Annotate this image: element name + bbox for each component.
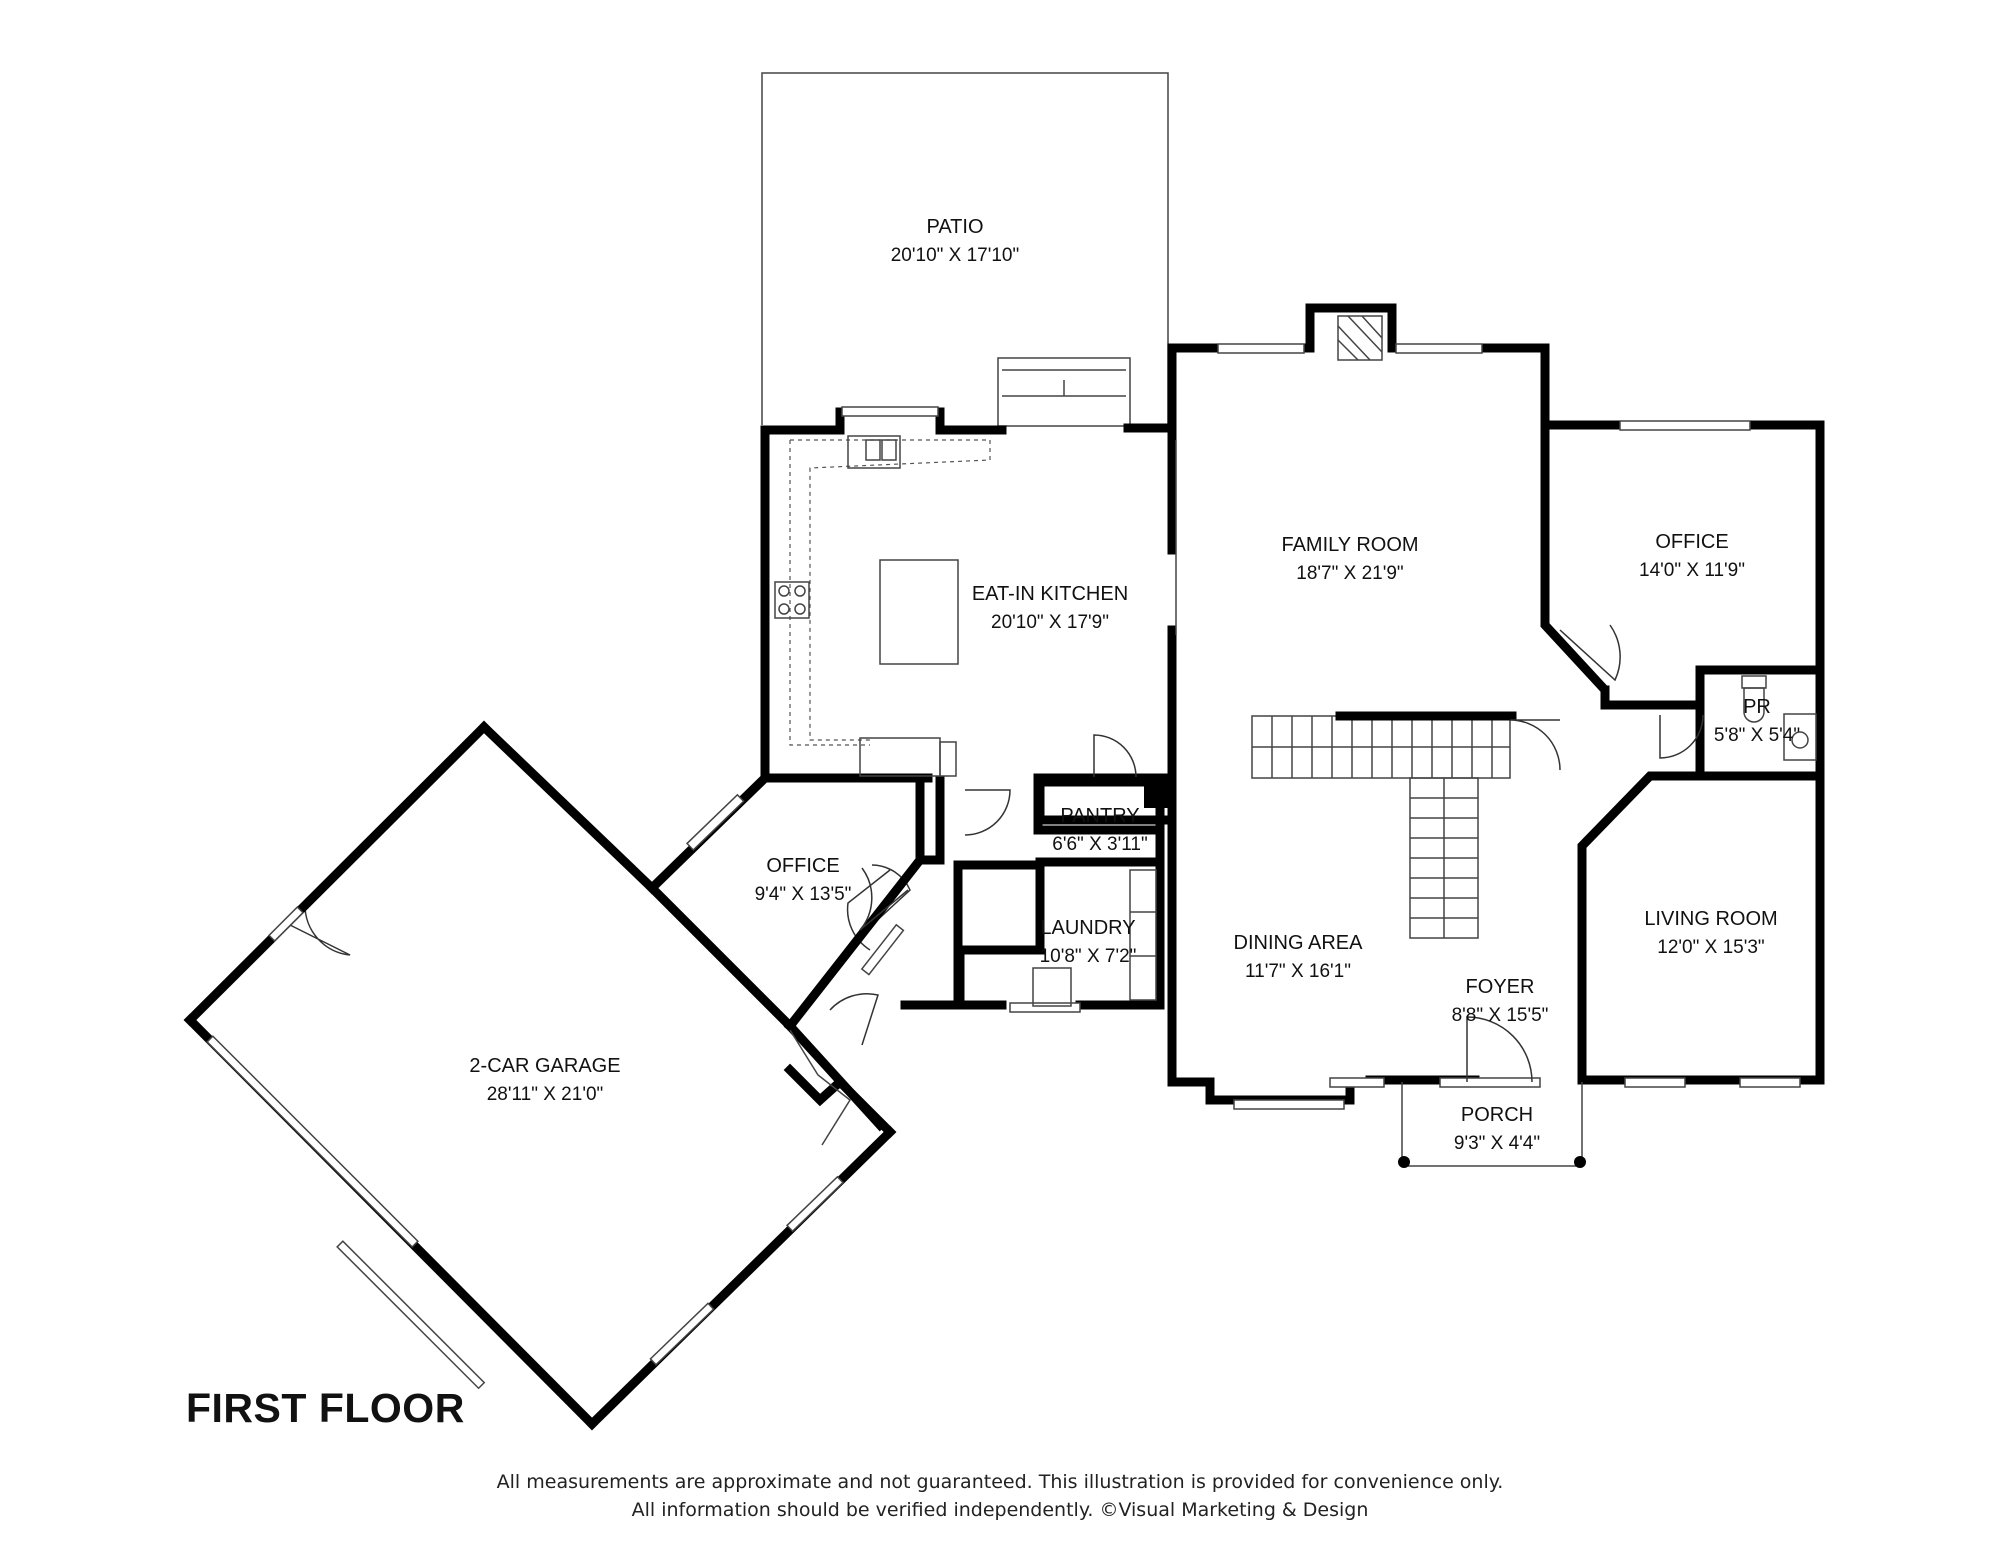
room-labels: PATIO 20'10" X 17'10" EAT-IN KITCHEN 20'… — [469, 216, 1800, 1154]
room-name-porch: PORCH — [1461, 1104, 1533, 1126]
room-dims-family: 18'7" X 21'9" — [1296, 563, 1403, 584]
windows — [841, 343, 1801, 1110]
stairs — [1251, 711, 1517, 939]
patio-steps — [997, 357, 1131, 427]
room-dims-dining: 11'7" X 16'1" — [1245, 961, 1351, 982]
room-dims-office-left: 9'4" X 13'5" — [755, 884, 852, 905]
porch — [1398, 1082, 1586, 1168]
room-dims-patio: 20'10" X 17'10" — [891, 245, 1020, 266]
office-left-walls — [645, 771, 927, 1033]
room-dims-porch: 9'3" X 4'4" — [1454, 1133, 1540, 1154]
room-dims-garage: 28'11" X 21'0" — [487, 1084, 604, 1105]
room-dims-pantry: 6'6" X 3'11" — [1052, 834, 1147, 855]
room-dims-pr: 5'8" X 5'4" — [1714, 725, 1800, 746]
room-name-office-right: OFFICE — [1655, 531, 1728, 553]
kitchen-counters — [774, 435, 1177, 777]
patio-outline — [761, 72, 1169, 425]
room-dims-kitchen: 20'10" X 17'9" — [991, 612, 1109, 633]
room-name-kitchen: EAT-IN KITCHEN — [972, 583, 1128, 605]
room-name-family: FAMILY ROOM — [1281, 534, 1418, 556]
room-name-patio: PATIO — [926, 216, 983, 238]
room-name-dining: DINING AREA — [1234, 932, 1364, 954]
room-dims-laundry: 10'8" X 7'2" — [1040, 946, 1137, 967]
disclaimer: All measurements are approximate and not… — [0, 1468, 2000, 1524]
room-name-pantry: PANTRY — [1060, 805, 1139, 827]
disclaimer-line-1: All measurements are approximate and not… — [496, 1471, 1504, 1493]
room-dims-foyer: 8'8" X 15'5" — [1452, 1005, 1549, 1026]
laundry-fixtures — [1032, 869, 1157, 1007]
pantry-walls — [1035, 777, 1170, 808]
room-name-laundry: LAUNDRY — [1040, 917, 1135, 939]
garage-walls — [183, 720, 897, 1431]
room-name-living: LIVING ROOM — [1644, 908, 1777, 930]
doors — [289, 624, 1704, 1083]
room-name-garage: 2-CAR GARAGE — [469, 1055, 620, 1077]
room-dims-living: 12'0" X 15'3" — [1657, 937, 1764, 958]
disclaimer-line-2: All information should be verified indep… — [631, 1499, 1369, 1521]
room-name-foyer: FOYER — [1466, 976, 1535, 998]
floor-title: FIRST FLOOR — [186, 1385, 465, 1431]
room-dims-office-right: 14'0" X 11'9" — [1639, 560, 1745, 581]
pr-fixtures — [1741, 675, 1817, 761]
room-name-office-left: OFFICE — [766, 855, 839, 877]
room-name-pr: PR — [1743, 696, 1771, 718]
fireplace — [1337, 315, 1383, 361]
